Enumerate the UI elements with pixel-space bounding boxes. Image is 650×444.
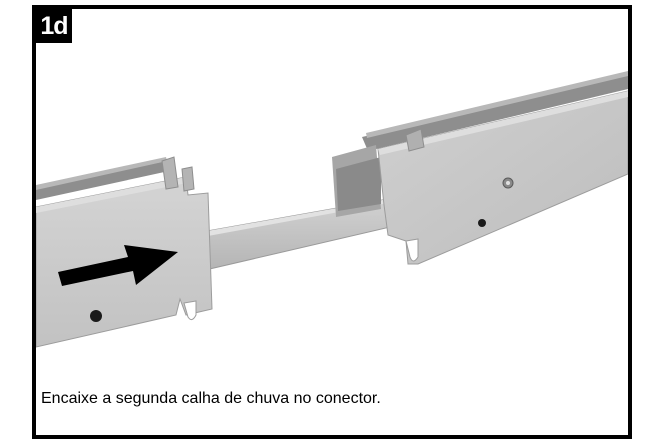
right-gutter: [332, 71, 628, 265]
instruction-caption: Encaixe a segunda calha de chuva no cone…: [41, 390, 381, 407]
gutter-assembly-illustration: [36, 71, 628, 348]
instruction-panel: 1d: [32, 5, 632, 439]
step-label: 1d: [36, 9, 72, 43]
direction-arrow: [58, 245, 178, 286]
left-gutter: [36, 156, 213, 348]
